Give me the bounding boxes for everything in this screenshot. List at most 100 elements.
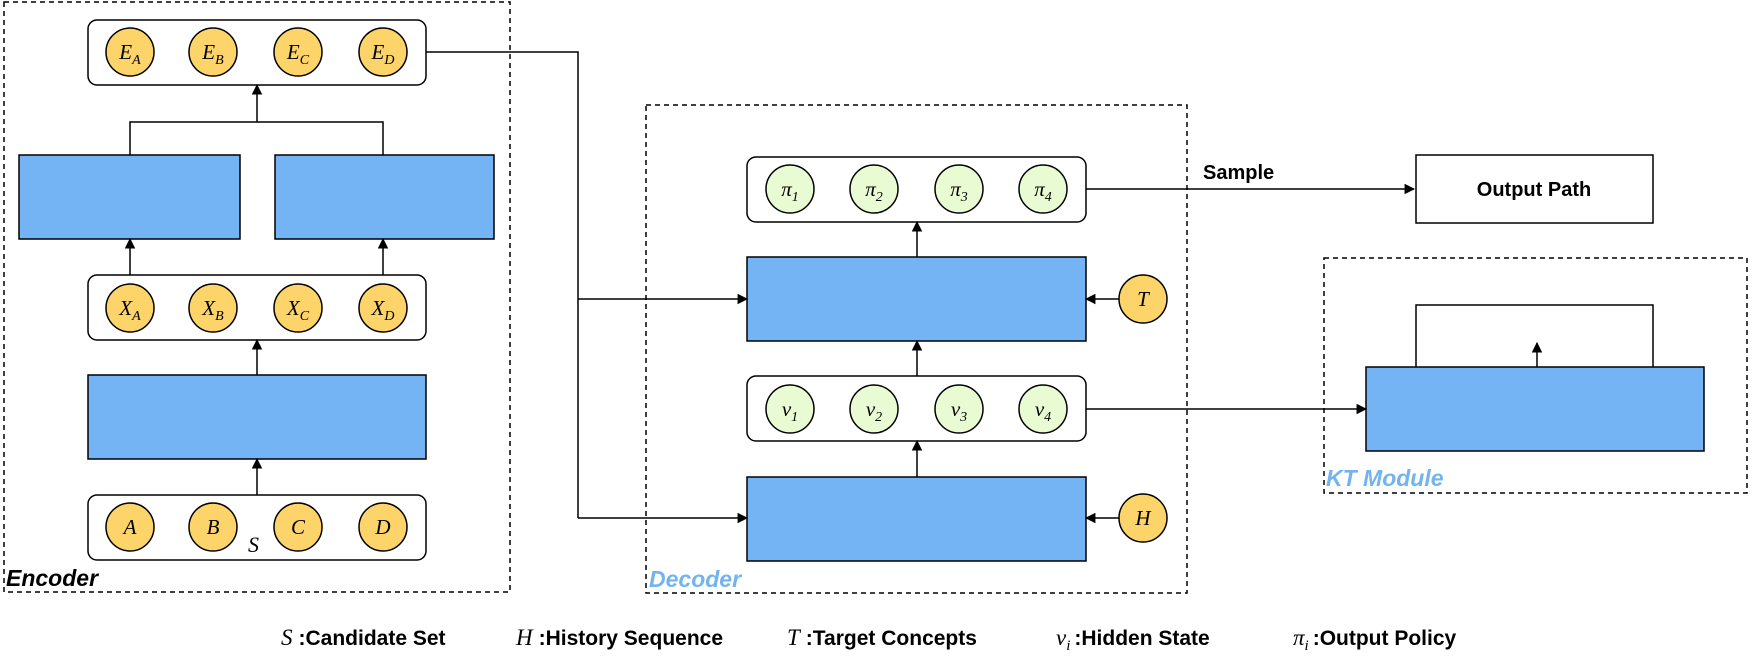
legend-text: :Target Concepts bbox=[806, 627, 977, 650]
legend-item: πi:Output Policy bbox=[1293, 625, 1457, 654]
sample-label: Sample bbox=[1203, 162, 1274, 184]
embedding-node bbox=[358, 27, 408, 77]
policy-node-label: π3 bbox=[950, 177, 968, 205]
feature-node-label: XD bbox=[371, 296, 395, 324]
hidden-subscript: 4 bbox=[1044, 410, 1051, 425]
policy-symbol: π bbox=[1034, 177, 1045, 201]
feature-node-label: XC bbox=[286, 296, 310, 324]
input-symbol: D bbox=[374, 515, 390, 539]
candidate-set-symbol: S bbox=[248, 532, 259, 557]
hidden-node-label: v1 bbox=[782, 397, 798, 425]
hidden-node-label: v3 bbox=[951, 397, 967, 425]
input-symbol: B bbox=[207, 515, 220, 539]
kt-output-box bbox=[1415, 304, 1654, 373]
hidden-node bbox=[849, 384, 899, 434]
input-node bbox=[273, 502, 323, 552]
feature-node bbox=[358, 283, 408, 333]
policy-node-label: π1 bbox=[781, 177, 799, 205]
policy-symbol: π bbox=[950, 177, 961, 201]
hidden-node bbox=[934, 384, 984, 434]
legend-subscript: i bbox=[1305, 638, 1309, 654]
history-node-label: H bbox=[1134, 506, 1152, 530]
embedding-symbol: E bbox=[201, 40, 215, 64]
input-node-label: A bbox=[122, 515, 137, 539]
embedding-node-label: ED bbox=[371, 40, 395, 68]
hidden-node-label: v2 bbox=[866, 397, 882, 425]
encoder-block-left bbox=[18, 154, 241, 240]
decoder-label: Decoder bbox=[649, 566, 742, 592]
policy-subscript: 2 bbox=[876, 190, 883, 205]
hidden-symbol: v bbox=[1035, 397, 1045, 421]
kt-module-label: KT Module bbox=[1326, 465, 1444, 491]
embedding-subscript: B bbox=[215, 53, 224, 68]
input-node bbox=[188, 502, 238, 552]
feature-symbol: X bbox=[286, 296, 301, 320]
legend-item: H:History Sequence bbox=[515, 625, 723, 650]
policy-node bbox=[765, 164, 815, 214]
legend-text: :History Sequence bbox=[539, 627, 723, 650]
embedding-node-label: EC bbox=[286, 40, 310, 68]
legend-symbol: H bbox=[515, 625, 534, 650]
policy-subscript: 4 bbox=[1045, 190, 1052, 205]
input-node-label: C bbox=[291, 515, 306, 539]
policy-subscript: 3 bbox=[960, 190, 968, 205]
encoder-output-connector bbox=[426, 51, 579, 518]
feature-node bbox=[105, 283, 155, 333]
target-node-label: T bbox=[1137, 287, 1150, 311]
feature-symbol: X bbox=[118, 296, 133, 320]
feature-node bbox=[188, 283, 238, 333]
encoder-region bbox=[3, 1, 511, 593]
feature-node bbox=[273, 283, 323, 333]
legend-text: :Hidden State bbox=[1074, 627, 1209, 650]
legend-symbol: π bbox=[1293, 625, 1306, 650]
output-path-box bbox=[1415, 154, 1654, 224]
legend-symbol: S bbox=[281, 625, 293, 650]
feature-subscript: A bbox=[131, 309, 141, 324]
embedding-node-label: EA bbox=[118, 40, 141, 68]
decoder-block-bottom bbox=[746, 476, 1087, 562]
encoder-input-nodes: A B C D bbox=[105, 502, 408, 552]
hidden-node-label: v4 bbox=[1035, 397, 1051, 425]
legend-item: vi:Hidden State bbox=[1056, 625, 1210, 654]
legend-text: :Candidate Set bbox=[299, 627, 446, 650]
feature-node-label: XA bbox=[118, 296, 141, 324]
input-node-label: D bbox=[374, 515, 390, 539]
decoder-region bbox=[645, 104, 1188, 594]
feature-subscript: D bbox=[383, 309, 394, 324]
policy-node bbox=[849, 164, 899, 214]
hidden-node bbox=[765, 384, 815, 434]
legend-subscript: i bbox=[1066, 638, 1070, 654]
input-node-label: B bbox=[207, 515, 220, 539]
hidden-subscript: 1 bbox=[791, 410, 798, 425]
encoder-block-right bbox=[274, 154, 495, 240]
hidden-symbol: v bbox=[782, 397, 792, 421]
policy-subscript: 1 bbox=[792, 190, 799, 205]
embedding-node bbox=[188, 27, 238, 77]
embedding-subscript: A bbox=[131, 53, 141, 68]
feature-subscript: C bbox=[300, 309, 310, 324]
kt-block bbox=[1365, 366, 1705, 452]
legend-text: :Output Policy bbox=[1313, 627, 1457, 650]
legend-item: T:Target Concepts bbox=[787, 625, 977, 650]
policy-symbol: π bbox=[781, 177, 792, 201]
embedding-symbol: E bbox=[371, 40, 385, 64]
legend-item: S :Candidate Set bbox=[281, 625, 446, 650]
embedding-node bbox=[105, 27, 155, 77]
feature-subscript: B bbox=[215, 309, 224, 324]
merge-connector bbox=[129, 121, 384, 155]
legend-symbol: T bbox=[787, 625, 802, 650]
input-symbol: C bbox=[291, 515, 306, 539]
hidden-subscript: 2 bbox=[875, 410, 882, 425]
hidden-symbol: v bbox=[951, 397, 961, 421]
embedding-subscript: C bbox=[300, 53, 310, 68]
policy-node-label: π4 bbox=[1034, 177, 1052, 205]
embedding-subscript: D bbox=[383, 53, 394, 68]
legend-symbol: v bbox=[1056, 625, 1067, 650]
hidden-symbol: v bbox=[866, 397, 876, 421]
input-node bbox=[358, 502, 408, 552]
